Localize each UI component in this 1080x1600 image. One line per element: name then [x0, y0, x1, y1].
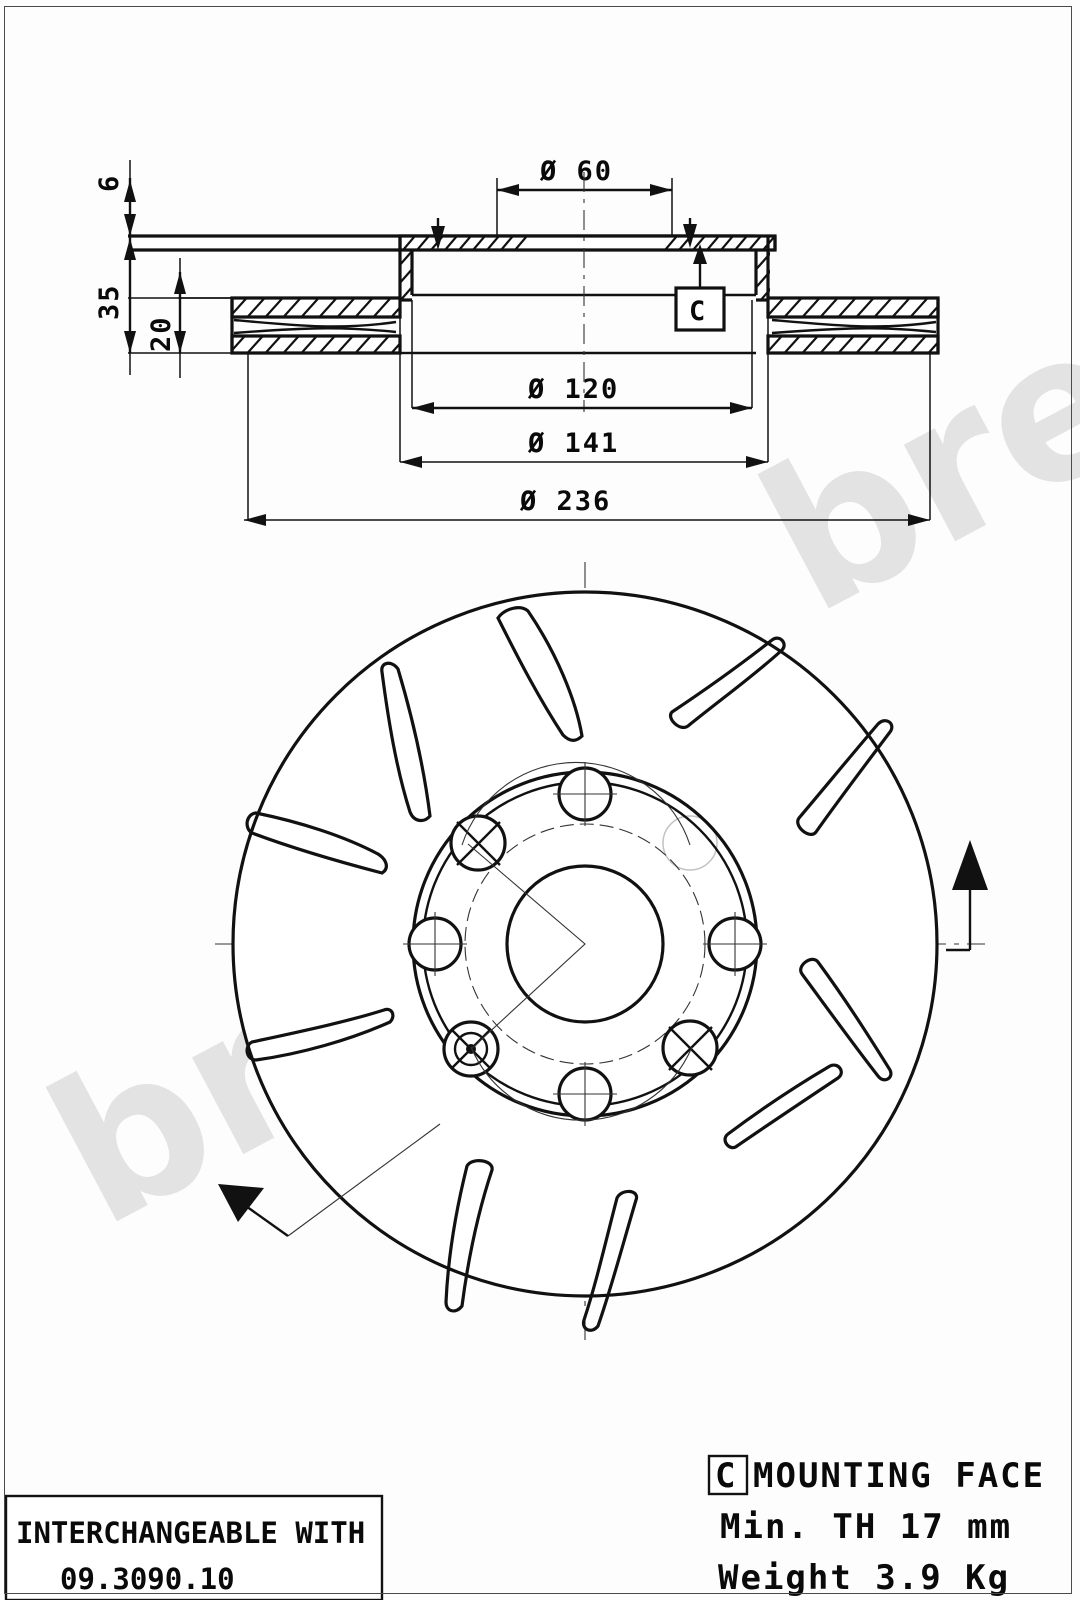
datum-c-marker: C: [674, 244, 726, 332]
datum-symbol-box: [707, 1454, 749, 1496]
svg-text:Ø 120: Ø 120: [527, 374, 619, 405]
svg-text:Ø 60: Ø 60: [539, 156, 613, 187]
vane-slots: [245, 606, 894, 1332]
interchangeable-label: INTERCHANGEABLE WITH: [16, 1516, 365, 1550]
bolt-holes: [403, 762, 767, 1126]
dim-bolt-circle-120: Ø 120: [412, 374, 752, 414]
dim-label-20: 20: [146, 315, 177, 352]
mounting-face-text: MOUNTING FACE: [753, 1456, 1045, 1496]
svg-text:Ø 236: Ø 236: [519, 486, 611, 517]
marked-holes: [449, 814, 719, 1077]
svg-text:6: 6: [94, 174, 125, 192]
part-number: 09.3090.10: [60, 1562, 235, 1596]
center-bore-circle: [505, 864, 665, 1024]
rotation-arrow-left-icon: [218, 1123, 441, 1237]
section-hatching-wall-right: [756, 251, 770, 300]
dim-label-35: 35: [94, 283, 125, 320]
vane-slot: [245, 1007, 395, 1062]
min-thickness-text: Min. TH 17 mm: [720, 1507, 1012, 1547]
section-hatching-ring-left2: [232, 336, 400, 354]
datum-symbol-letter: C: [715, 1456, 737, 1496]
vane-slot: [581, 1189, 639, 1332]
hub-construction-arcs: [461, 762, 693, 1121]
section-geometry: [128, 234, 940, 355]
weight-text: Weight 3.9 Kg: [718, 1558, 1010, 1598]
vane-slot: [444, 1159, 494, 1313]
svg-text:C: C: [689, 296, 707, 327]
vane-slot: [669, 636, 786, 729]
rotation-arrow-right-icon: [946, 840, 988, 952]
dim-hat-141: Ø 141: [400, 428, 768, 468]
vane-slot: [245, 811, 388, 875]
svg-text:35: 35: [94, 283, 125, 320]
title-block-box: [4, 1494, 384, 1600]
section-hatching-walls: [400, 250, 412, 300]
dim-label-6: 6: [94, 174, 125, 192]
hat-leader-arrow: [431, 218, 697, 250]
vane-slot: [380, 661, 432, 823]
dim-outer-236: Ø 236: [244, 486, 930, 526]
section-hatching-ring-right2: [768, 336, 938, 354]
svg-text:Ø 141: Ø 141: [527, 428, 619, 459]
svg-text:20: 20: [146, 315, 177, 352]
section-hatching-ring-left: [232, 298, 400, 317]
vane-slot: [796, 719, 894, 836]
vane-slot: [799, 957, 893, 1082]
vane-slot: [496, 606, 584, 742]
marked-hole: [662, 815, 718, 871]
section-hatching-ring-right: [768, 298, 938, 317]
vane-slot: [723, 1063, 843, 1150]
